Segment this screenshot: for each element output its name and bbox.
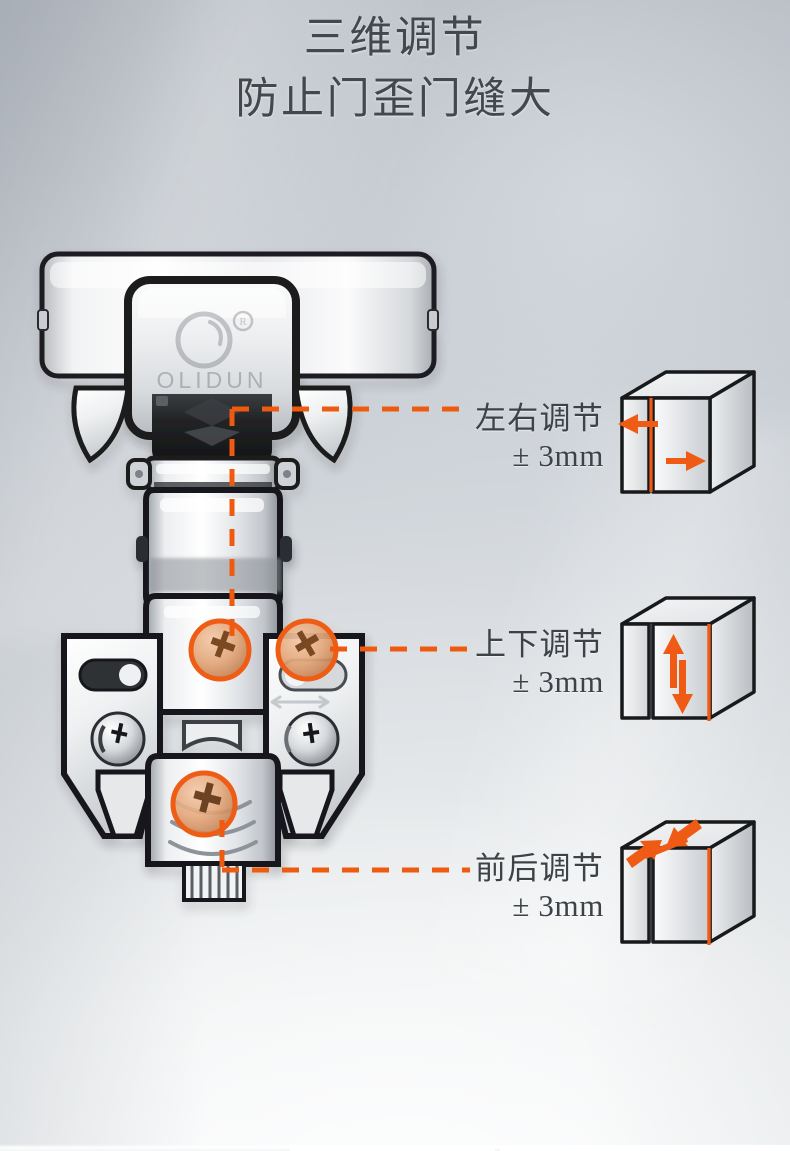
hinge-product-image: R OLIDUN: [24, 236, 454, 966]
olidun-circle-logo-icon: R: [175, 310, 254, 369]
bottom-tile-right: [500, 1145, 790, 1151]
title-line-1: 三维调节: [303, 14, 487, 62]
callout-left-right-text: 左右调节 ± 3mm: [452, 400, 604, 475]
callout-up-down-value: ± 3mm: [512, 663, 604, 699]
svg-text:R: R: [239, 316, 247, 328]
cabinet-left-right-arrows-icon: [614, 362, 764, 512]
mounting-screw-left: [90, 711, 146, 767]
mounting-slot-left: [78, 658, 148, 692]
mounting-screw-right: [284, 711, 340, 767]
hinge-cup-wings: [71, 385, 353, 464]
callout-up-down-text: 上下调节 ± 3mm: [452, 626, 604, 701]
callout-front-back-value: ± 3mm: [512, 887, 604, 923]
vertical-adjust-screw-right: [275, 618, 339, 682]
callout-up-down-label: 上下调节: [475, 626, 604, 662]
callout-left-right-value: ± 3mm: [512, 437, 604, 473]
double-diagonal-arrow-icon: [626, 819, 702, 868]
callout-front-back-label: 前后调节: [475, 850, 604, 886]
cabinet-front-back-arrows-icon: [614, 812, 764, 962]
callout-front-back-text: 前后调节 ± 3mm: [452, 850, 604, 925]
title-line-2: 防止门歪门缝大: [235, 75, 555, 123]
direction-arrow-emboss: [270, 695, 330, 709]
bottom-tile-left: [290, 1145, 495, 1151]
hinge-pivot-knuckle: [126, 455, 300, 493]
callout-up-down: 上下调节 ± 3mm: [452, 588, 764, 738]
cabinet-up-down-arrows-icon: [614, 588, 764, 738]
page-title: 三维调节 防止门歪门缝大: [0, 8, 790, 130]
callout-left-right-label: 左右调节: [475, 400, 604, 436]
hinge-tail-comb: [182, 862, 246, 902]
callout-left-right: 左右调节 ± 3mm: [452, 362, 764, 512]
brand-wordmark: OLIDUN: [157, 367, 268, 393]
hinge-cup-neck: [152, 394, 272, 460]
callout-front-back: 前后调节 ± 3mm: [452, 812, 764, 962]
depth-adjust-screw: [170, 770, 238, 838]
vertical-adjust-screw-left: [188, 618, 252, 682]
